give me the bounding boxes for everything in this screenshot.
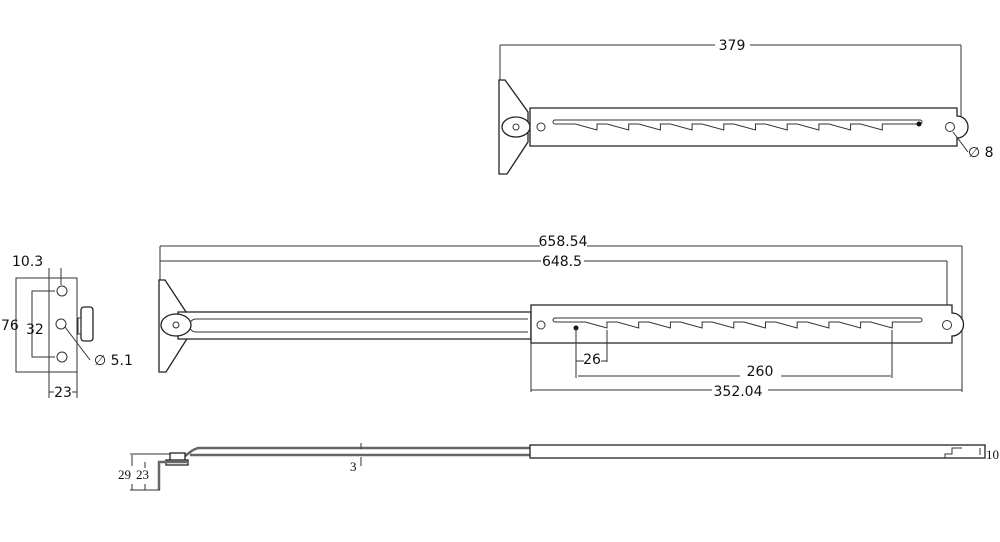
dim-379: 379 (719, 38, 746, 54)
pivot-ear (501, 116, 531, 138)
hinge-knuckle (80, 306, 94, 342)
dim-3: 3 (350, 459, 357, 474)
dim-23-profile: 23 (136, 467, 149, 482)
dim-hole-8: ∅ 8 (968, 145, 994, 161)
pivot-ear (160, 313, 192, 337)
slotted-arm (177, 311, 532, 340)
hole (942, 320, 952, 330)
notched-slot (552, 317, 923, 329)
dim-23: 23 (54, 385, 72, 401)
dim-352-04: 352.04 (714, 384, 763, 400)
dim-260: 260 (747, 364, 774, 380)
hole (536, 122, 546, 132)
dim-10-3: 10.3 (12, 254, 43, 270)
stay-bar (529, 107, 969, 147)
top-view: 379 ∅ 8 (498, 38, 994, 175)
dim-hole-5-1: ∅ 5.1 (94, 353, 133, 369)
screw (55, 318, 67, 330)
profile-view: 10 29 23 3 (118, 443, 999, 491)
hole (536, 320, 546, 330)
extended-view: 658.54 648.5 26 260 352.04 (158, 234, 965, 400)
dim-648-5: 648.5 (542, 254, 582, 270)
hole (945, 122, 955, 132)
dim-76: 76 (1, 318, 19, 334)
dim-26: 26 (583, 352, 601, 368)
side-plate-view: 10.3 76 32 ∅ 5.1 23 (1, 254, 133, 401)
dim-658-54: 658.54 (539, 234, 588, 250)
dim-10: 10 (986, 447, 999, 462)
stay-bar (530, 304, 965, 344)
screw (56, 285, 68, 297)
stay-bar-profile (529, 444, 986, 459)
slot-outline (552, 317, 923, 329)
screw (56, 351, 68, 363)
dim-32: 32 (26, 322, 44, 338)
dim-29: 29 (118, 467, 131, 482)
